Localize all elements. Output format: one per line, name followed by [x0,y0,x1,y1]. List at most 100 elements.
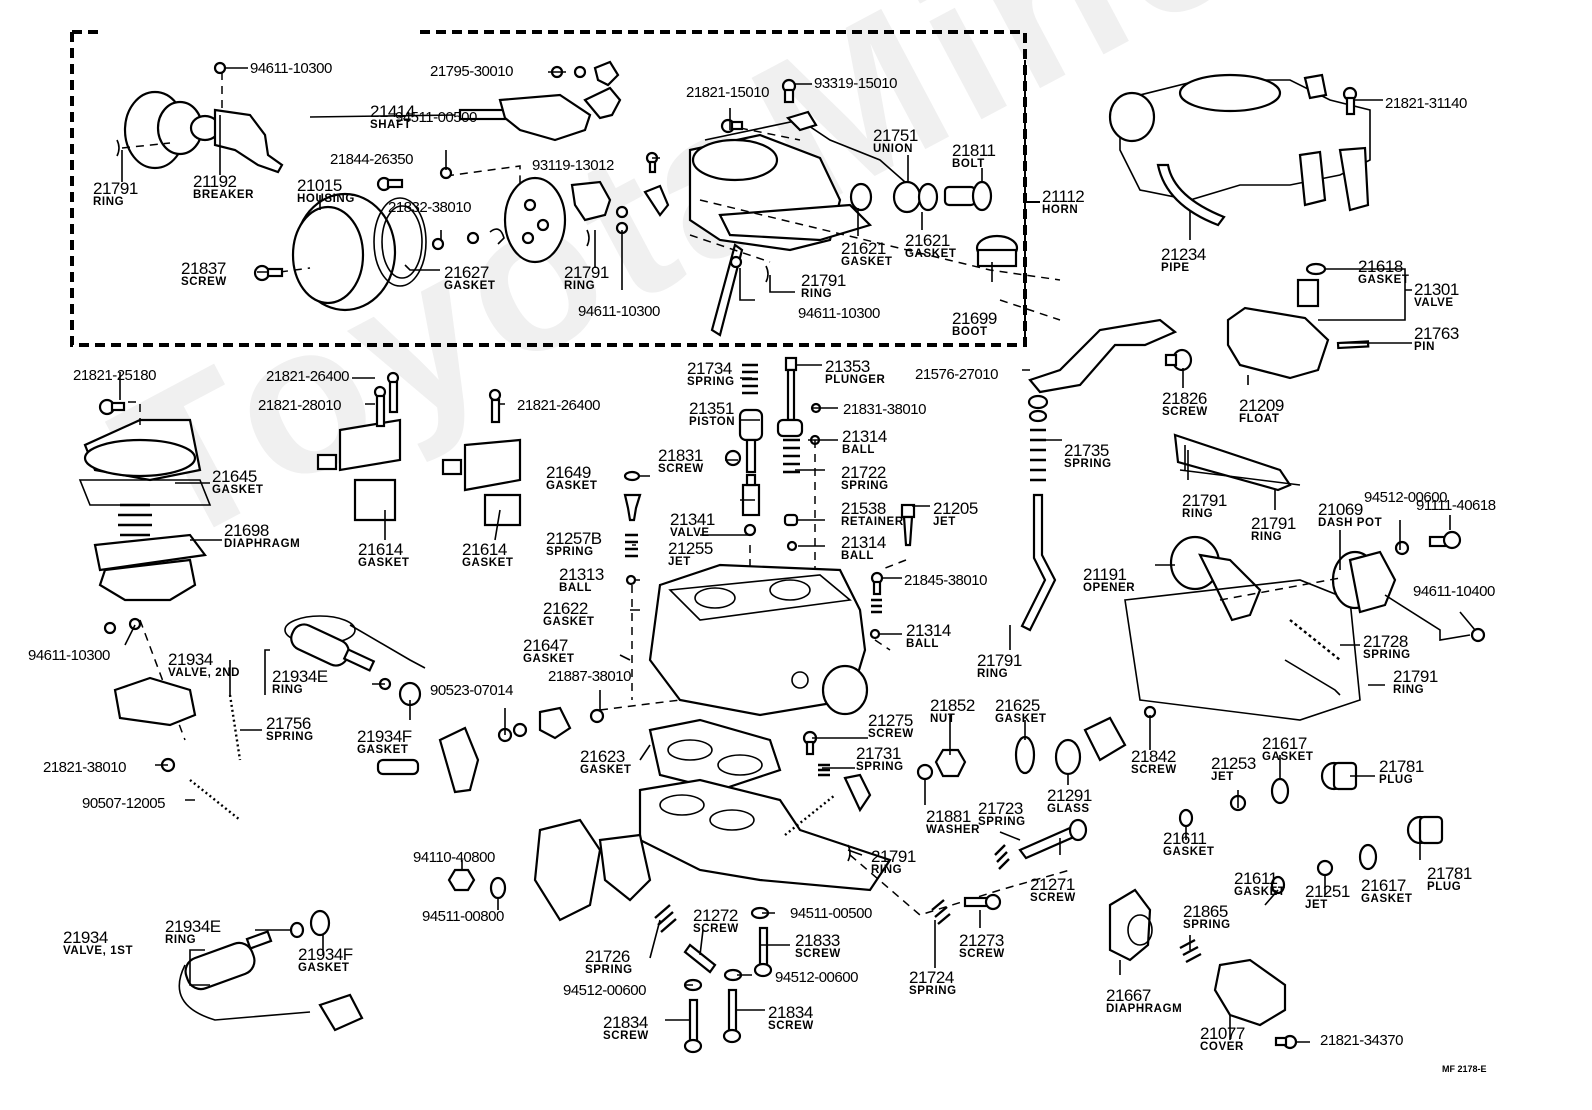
spring-part [783,438,800,474]
part-callout: 94511-00800 [422,909,504,924]
spring-part [654,904,677,933]
part-name: BALL [559,582,593,594]
part-number: 21667 [1106,986,1151,1005]
part-number: 21538 [841,499,886,518]
part-number: 21621 [905,231,950,250]
part-name: DASH POT [1318,517,1383,529]
part-number: 94511-00500 [395,109,477,126]
part-name: SPRING [978,816,1026,828]
part-name: GASKET [444,280,496,292]
part-number: 21614 [358,540,403,559]
part-name: SPRING [841,480,889,492]
part-callout: 94611-10300 [250,61,332,76]
part-callout: 94611-10300 [578,304,660,319]
part-number: 21821-26400 [517,397,600,414]
part-name: RING [801,288,833,300]
part-number: 21617 [1262,734,1307,753]
part-number: 21791 [1393,667,1438,686]
part-callout: 21821-26400 [517,398,600,413]
part-number: 94512-00600 [775,969,858,986]
part-number: 21831-38010 [843,401,926,418]
part-name: RING [165,934,197,946]
lever-part [538,706,572,740]
part-number: 21934 [168,650,213,669]
part-number: 21791 [801,271,846,290]
part-number: 21623 [580,747,625,766]
plate-part [503,176,567,264]
screw-part [1342,86,1358,116]
part-number: 21621 [841,239,886,258]
part-number: 21275 [868,711,913,730]
screw-part [722,988,742,1044]
part-number: 94611-10300 [798,305,880,322]
part-name: SPRING [687,376,735,388]
part-number: 21934F [298,945,353,964]
part-name: NUT [930,713,956,725]
part-callout: 93119-13012 [532,158,614,173]
part-number: 94511-00800 [422,908,504,925]
part-number: 21791 [93,179,138,198]
part-number: 21723 [978,799,1023,818]
part-name: SCREW [693,923,739,935]
part-name: GASKET [1234,886,1286,898]
part-number: 21722 [841,463,886,482]
part-number: 21627 [444,263,489,282]
part-number: 21015 [297,176,342,195]
group-label-name: HORN [1042,204,1079,216]
part-number: 21791 [1251,514,1296,533]
spring-part [625,533,638,558]
part-number: 21791 [564,263,609,282]
part-name: GASKET [1262,751,1314,763]
part-number: 21845-38010 [904,572,987,589]
part-number: 94611-10300 [28,647,110,664]
screw-part [1164,348,1193,372]
plug-part [1406,815,1444,845]
part-number: 21273 [959,931,1004,950]
part-number: 94512-00600 [563,982,646,999]
part-name: GASKET [995,713,1047,725]
part-name: SPRING [585,964,633,976]
part-number: 21934E [272,667,328,686]
screw-part [781,78,797,104]
part-number: 21622 [543,599,588,618]
part-name: OPENER [1083,582,1136,594]
part-callout: 21576-27010 [915,367,998,382]
valve-part [741,473,761,517]
part-number: 21192 [193,172,237,191]
part-number: 21756 [266,714,311,733]
part-name: SPRING [1064,458,1112,470]
part-name: VALVE [1414,297,1454,309]
part-name: SPRING [546,546,594,558]
part-name: PIPE [1161,262,1190,274]
part-number: 21234 [1161,245,1206,264]
part-number: 21649 [546,463,591,482]
spring-part [189,779,241,821]
part-number: 21314 [842,427,887,446]
boot-part [975,234,1019,268]
screw-part [720,118,744,134]
spring-part [818,763,830,777]
part-callout: 94512-00600 [775,970,858,985]
part-name: SPRING [266,731,314,743]
